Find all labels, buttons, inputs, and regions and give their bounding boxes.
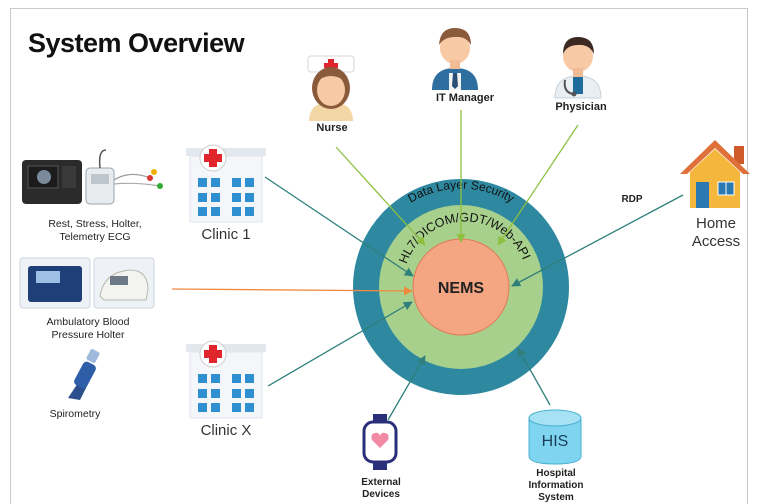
page-title: System Overview <box>28 28 245 58</box>
external-devices-line-1: External <box>361 477 401 488</box>
bp-line-2: Pressure Holter <box>51 329 125 341</box>
arrow-his <box>517 347 551 406</box>
his-database-icon: HIS <box>528 409 582 465</box>
arrow-clinic-1 <box>264 176 414 277</box>
his-label: Hospital Information System <box>512 468 600 504</box>
home-icon <box>680 140 750 208</box>
clinic-x-label: Clinic X <box>200 422 252 439</box>
bp-line-1: Ambulatory Blood <box>46 316 130 328</box>
physician-icon <box>554 37 602 99</box>
smartwatch-icon <box>362 414 398 470</box>
clinic-1-icon <box>186 144 266 223</box>
his-line-2: Information <box>528 480 584 491</box>
home-access-line-2: Access <box>691 233 741 250</box>
arrow-external-devices <box>387 355 426 421</box>
ecg-line-1: Rest, Stress, Holter, <box>48 218 142 230</box>
frame-right <box>747 8 748 504</box>
arrow-nurse <box>335 146 426 246</box>
ecg-devices-icon <box>22 149 163 205</box>
bp-holter-icon <box>19 257 155 309</box>
spirometry-icon <box>68 349 100 400</box>
clinic-1-label: Clinic 1 <box>201 226 251 243</box>
bp-holter-label: Ambulatory Blood Pressure Holter <box>20 316 156 342</box>
home-access-label: Home Access <box>676 215 756 251</box>
his-icon-label: HIS <box>542 433 569 450</box>
nurse-label: Nurse <box>316 122 348 134</box>
home-access-line-1: Home <box>695 215 736 232</box>
his-line-3: System <box>538 492 574 503</box>
arrow-bp-holter <box>171 286 413 296</box>
physician-label: Physician <box>555 101 607 113</box>
clinic-x-icon <box>186 340 266 419</box>
arrow-physician <box>497 124 579 246</box>
rdp-label: RDP <box>621 194 643 205</box>
external-devices-line-2: Devices <box>362 489 400 500</box>
it-manager-icon <box>432 28 478 90</box>
ecg-line-2: Telemetry ECG <box>59 231 131 243</box>
core-label: NEMS <box>438 280 485 297</box>
arrow-home <box>511 194 684 287</box>
it-manager-label: IT Manager <box>435 92 495 104</box>
frame-top <box>10 8 747 9</box>
arrow-clinic-x <box>267 301 413 387</box>
nurse-icon <box>307 55 355 121</box>
ecg-label: Rest, Stress, Holter, Telemetry ECG <box>20 218 170 244</box>
his-line-1: Hospital <box>536 468 576 479</box>
frame-left <box>10 8 11 504</box>
spirometry-label: Spirometry <box>49 408 101 420</box>
external-devices-label: External Devices <box>345 477 417 501</box>
